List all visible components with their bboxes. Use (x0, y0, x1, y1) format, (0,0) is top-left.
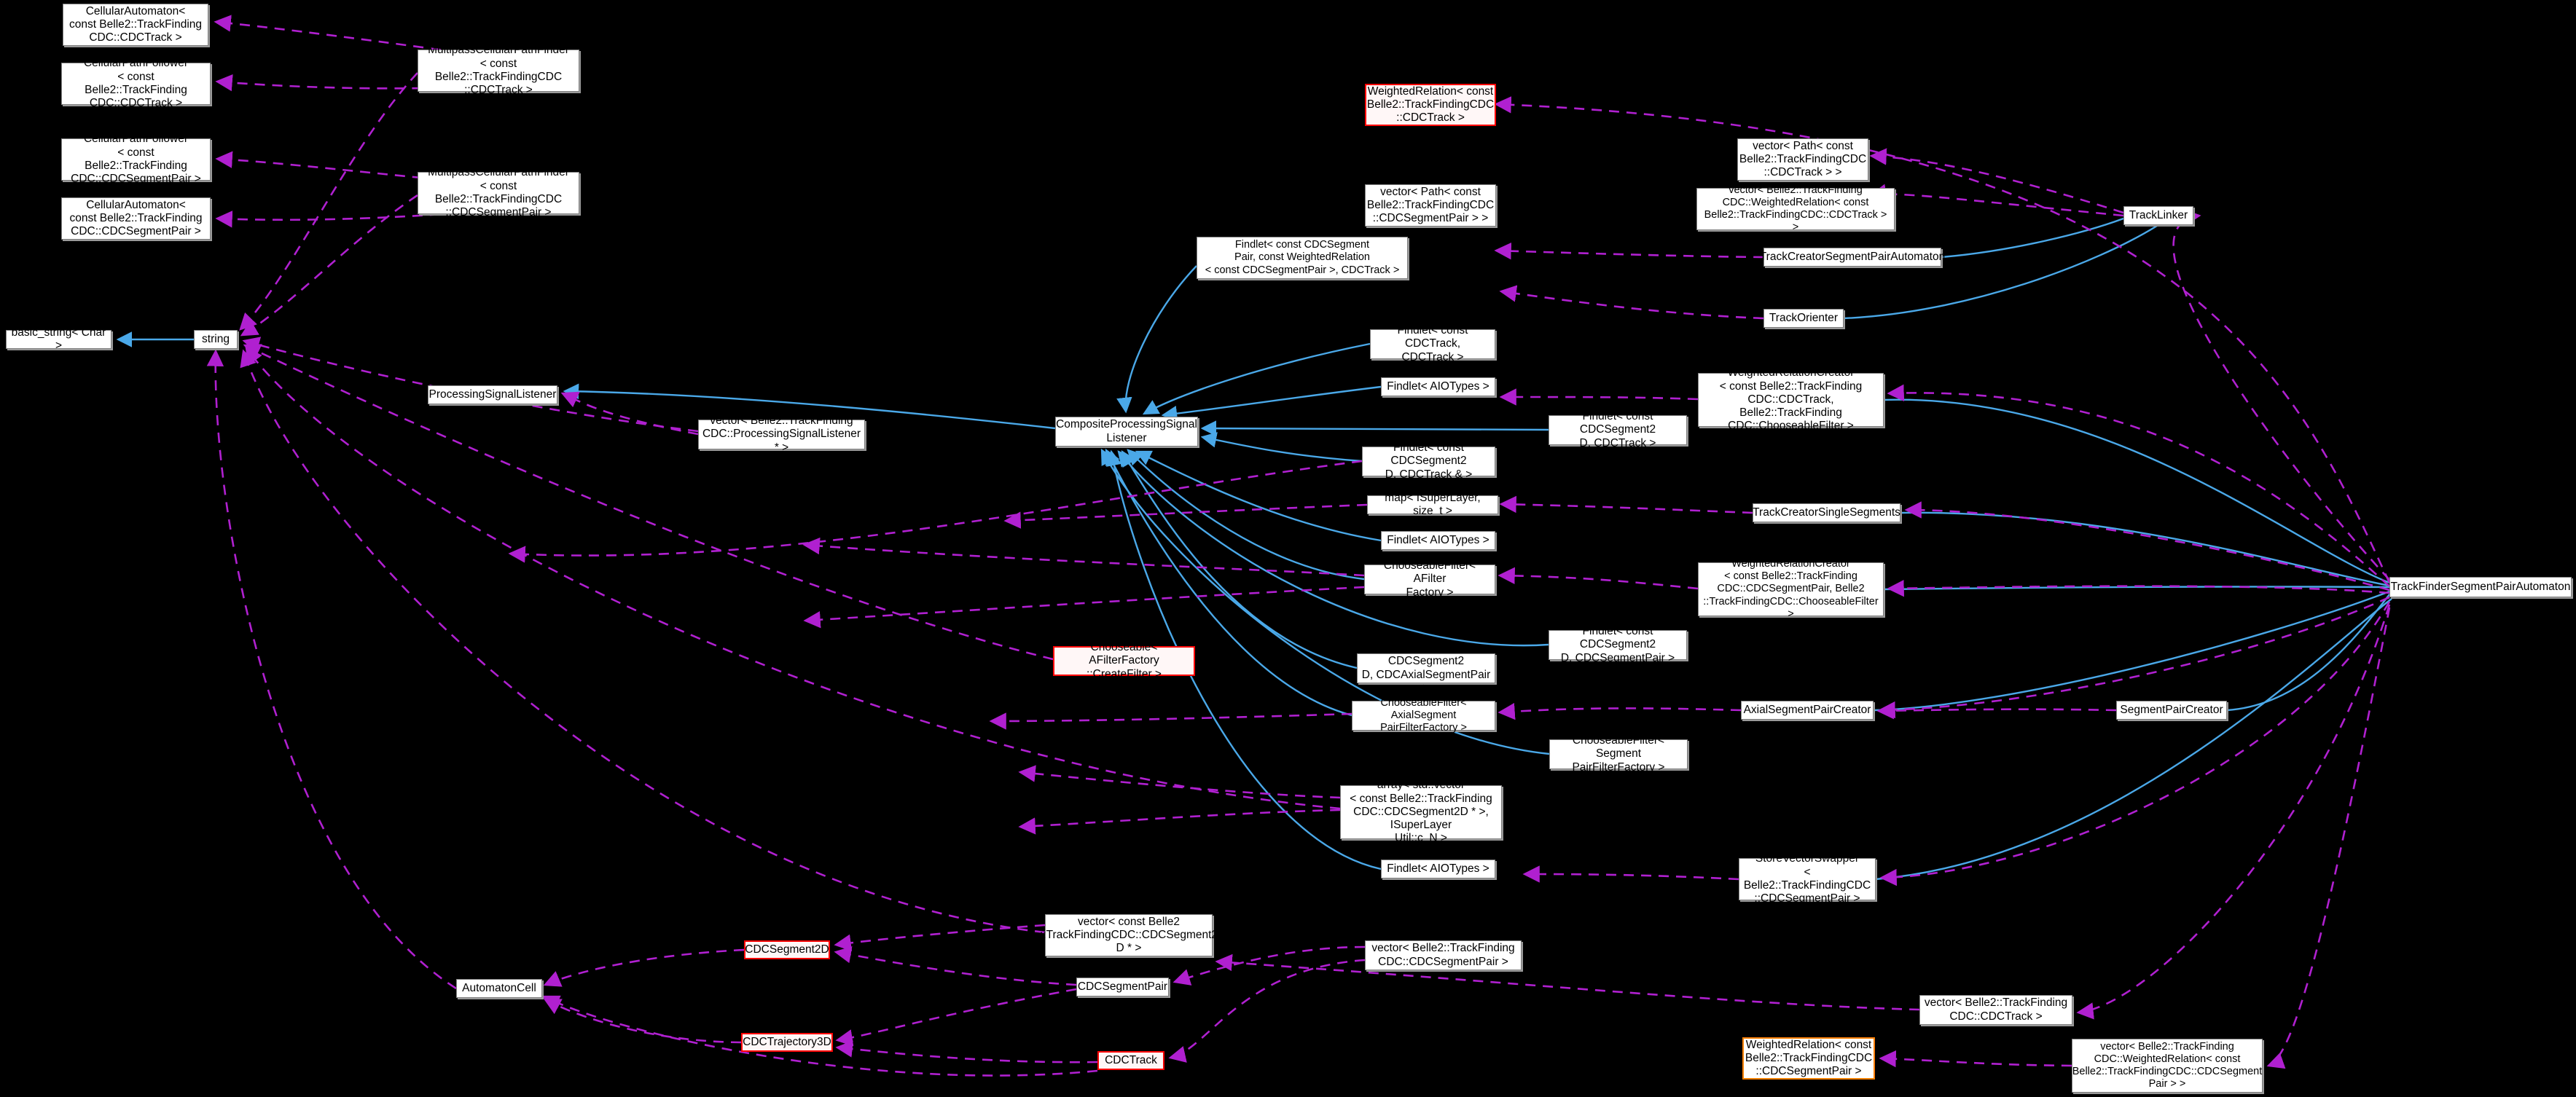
node-findlet-aiotypes-3[interactable]: Findlet< AIOTypes > (1381, 860, 1495, 878)
node-automaton-cell[interactable]: AutomatonCell (456, 979, 542, 998)
node-weightedrelationcreator-cdctrack[interactable]: WeightedRelationCreator < const Belle2::… (1698, 366, 1884, 432)
node-cellular-path-follower-track[interactable]: CellularPathFollower < const Belle2::Tra… (61, 57, 211, 109)
node-cellular-automaton-track[interactable]: CellularAutomaton< const Belle2::TrackFi… (63, 4, 208, 46)
node-composite-processing-signal-listener[interactable]: CompositeProcessingSignal Listener (1055, 417, 1198, 447)
node-vector-path-const-cdctrack[interactable]: vector< Path< const Belle2::TrackFinding… (1737, 138, 1868, 181)
node-weighted-relation-cdcsegmentpair[interactable]: WeightedRelation< const Belle2::TrackFin… (1742, 1037, 1875, 1080)
node-processing-signal-listener[interactable]: ProcessingSignalListener (428, 385, 557, 404)
node-segment-pair-creator[interactable]: SegmentPairCreator (2116, 701, 2227, 720)
node-chooseable-afilterfactory-createfilter[interactable]: Chooseable< AFilterFactory ::CreateFilte… (1053, 641, 1195, 680)
node-findlet-aiotypes-2[interactable]: Findlet< AIOTypes > (1381, 531, 1495, 550)
node-chooseablefilter-axialsegmentpairfilterfactory[interactable]: ChooseableFilter< AxialSegment PairFilte… (1352, 697, 1495, 734)
node-store-vector-swapper[interactable]: StoreVectorSwapper < Belle2::TrackFindin… (1739, 852, 1876, 905)
node-cellular-automaton-segmentpair[interactable]: CellularAutomaton< const Belle2::TrackFi… (61, 197, 211, 240)
node-findlet-cdcsegment2d-cdcaxialsegmentpair[interactable]: Findlet< const CDCSegment2 D, CDCAxialSe… (1357, 642, 1495, 694)
node-weightedrelationcreator-cdcsegmentpair[interactable]: WeightedRelationCreator < const Belle2::… (1698, 558, 1884, 620)
node-track-creator-segment-pair-automaton[interactable]: TrackCreatorSegmentPairAutomaton (1760, 248, 1945, 267)
node-vector-cdcsegmentpair[interactable]: vector< Belle2::TrackFinding CDC::CDCSeg… (1365, 940, 1522, 970)
node-multipass-cellular-path-finder-track[interactable]: MultipassCellularPathFinder < const Bell… (418, 44, 579, 96)
node-vector-const-cdcsegment2d-ptr[interactable]: vector< const Belle2 ::TrackFindingCDC::… (1040, 914, 1218, 956)
node-weighted-relation-cdctrack[interactable]: WeightedRelation< const Belle2::TrackFin… (1365, 84, 1496, 126)
node-track-orienter[interactable]: TrackOrienter (1763, 309, 1844, 328)
node-map-isuperlayer-size-t[interactable]: map< ISuperLayer, size_t > (1367, 492, 1498, 517)
node-cdctrajectory3d[interactable]: CDCTrajectory3D (741, 1033, 833, 1052)
node-findlet-cdcsegment2d-cdctrack-ref[interactable]: Findlet< const CDCSegment2 D, CDCTrack &… (1362, 441, 1495, 481)
node-findlet-aiotypes-1[interactable]: Findlet< AIOTypes > (1381, 377, 1495, 396)
node-chooseablefilter-segmentpairfilterfactory[interactable]: ChooseableFilter< Segment PairFilterFact… (1549, 734, 1688, 774)
node-cdcsegment2d[interactable]: CDCSegment2D (744, 940, 830, 959)
node-cdctrack[interactable]: CDCTrack (1097, 1051, 1164, 1070)
node-chooseablefilter-afilterfactory[interactable]: ChooseableFilter< AFilter Factory > (1364, 559, 1495, 599)
node-multipass-cellular-path-finder-segmentpair[interactable]: MultipassCellularPathFinder < const Bell… (418, 166, 579, 219)
node-string[interactable]: string (194, 330, 238, 349)
node-vector-weightedrelation-cdctrack[interactable]: vector< Belle2::TrackFinding CDC::Weight… (1696, 184, 1895, 233)
node-vector-path-cdcsegmentpair[interactable]: vector< Path< const Belle2::TrackFinding… (1365, 184, 1496, 227)
node-vector-cdctrack[interactable]: vector< Belle2::TrackFinding CDC::CDCTra… (1919, 995, 2072, 1025)
node-vector-processing-signal-listener-ptr[interactable]: vector< Belle2::TrackFinding CDC::Proces… (698, 414, 865, 454)
node-array-vector-cdcsegment2d[interactable]: array< std::vector < const Belle2::Track… (1340, 779, 1502, 844)
node-cellular-path-follower-segmentpair[interactable]: CellularPathFollower < const Belle2::Tra… (61, 133, 211, 185)
node-vector-weightedrelation-cdcsegmentpair[interactable]: vector< Belle2::TrackFinding CDC::Weight… (2072, 1039, 2263, 1093)
node-findlet-const-cdctrack-cdctrack[interactable]: Findlet< const CDCTrack, CDCTrack > (1370, 324, 1495, 363)
node-track-creator-single-segments[interactable]: TrackCreatorSingleSegments (1753, 503, 1900, 522)
node-axial-segment-pair-creator[interactable]: AxialSegmentPairCreator (1741, 701, 1874, 720)
node-cdcsegmentpair[interactable]: CDCSegmentPair (1076, 978, 1169, 996)
node-findlet-segmentpair-weightedrelation-cdctrack[interactable]: Findlet< const CDCSegment Pair, const We… (1197, 237, 1408, 279)
node-track-finder-segment-pair-automaton[interactable]: TrackFinderSegmentPairAutomaton (2389, 577, 2572, 597)
node-basic-string-char[interactable]: basic_string< Char > (6, 326, 111, 352)
node-track-linker[interactable]: TrackLinker (2123, 206, 2193, 225)
node-findlet-cdcsegment2d-cdctrack[interactable]: Findlet< const CDCSegment2 D, CDCTrack > (1549, 410, 1687, 449)
node-findlet-cdcsegment2d-cdcsegmentpair[interactable]: Findlet< const CDCSegment2 D, CDCSegment… (1549, 625, 1687, 664)
